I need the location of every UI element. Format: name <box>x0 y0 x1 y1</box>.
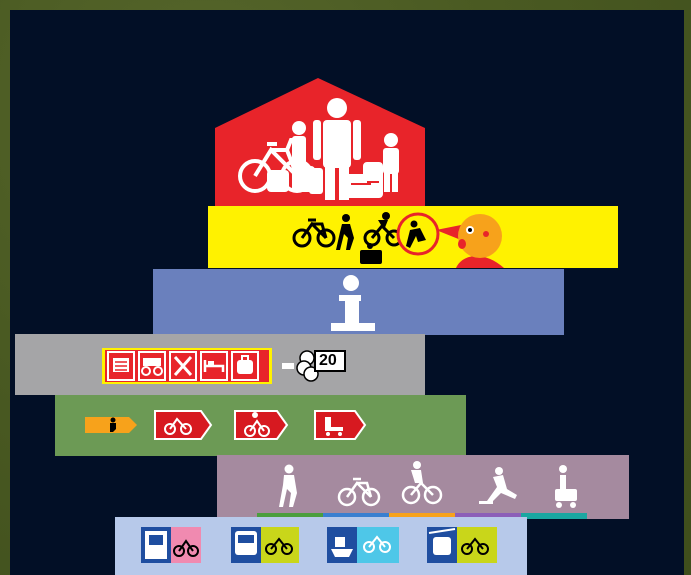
bicycle-route-sign-icon <box>155 411 211 439</box>
house-layer <box>215 78 425 210</box>
mountain-bike-route-sign-icon <box>235 411 287 439</box>
dash-icon <box>282 363 294 369</box>
bus-bike-icon <box>231 527 299 563</box>
gray-band: 20 <box>15 334 425 395</box>
skate-route-sign-icon <box>315 411 365 439</box>
bike-bag-left <box>267 170 289 192</box>
number-badge: 20 <box>319 352 337 370</box>
yellow-band <box>208 206 618 268</box>
light-blue-band <box>115 517 527 575</box>
mauve-band <box>217 455 629 519</box>
cable-car-bike-icon <box>427 527 497 563</box>
signage-pyramid-panel: 20 <box>10 10 684 575</box>
stripe-access <box>521 513 587 519</box>
walking-sign-icon <box>85 417 137 433</box>
blue-band <box>153 269 564 335</box>
green-band <box>55 395 466 456</box>
train-bike-icon <box>141 527 201 563</box>
mauve-band-bg <box>217 455 629 519</box>
gray-band-icons <box>15 334 425 395</box>
ferry-bike-icon <box>327 527 399 563</box>
